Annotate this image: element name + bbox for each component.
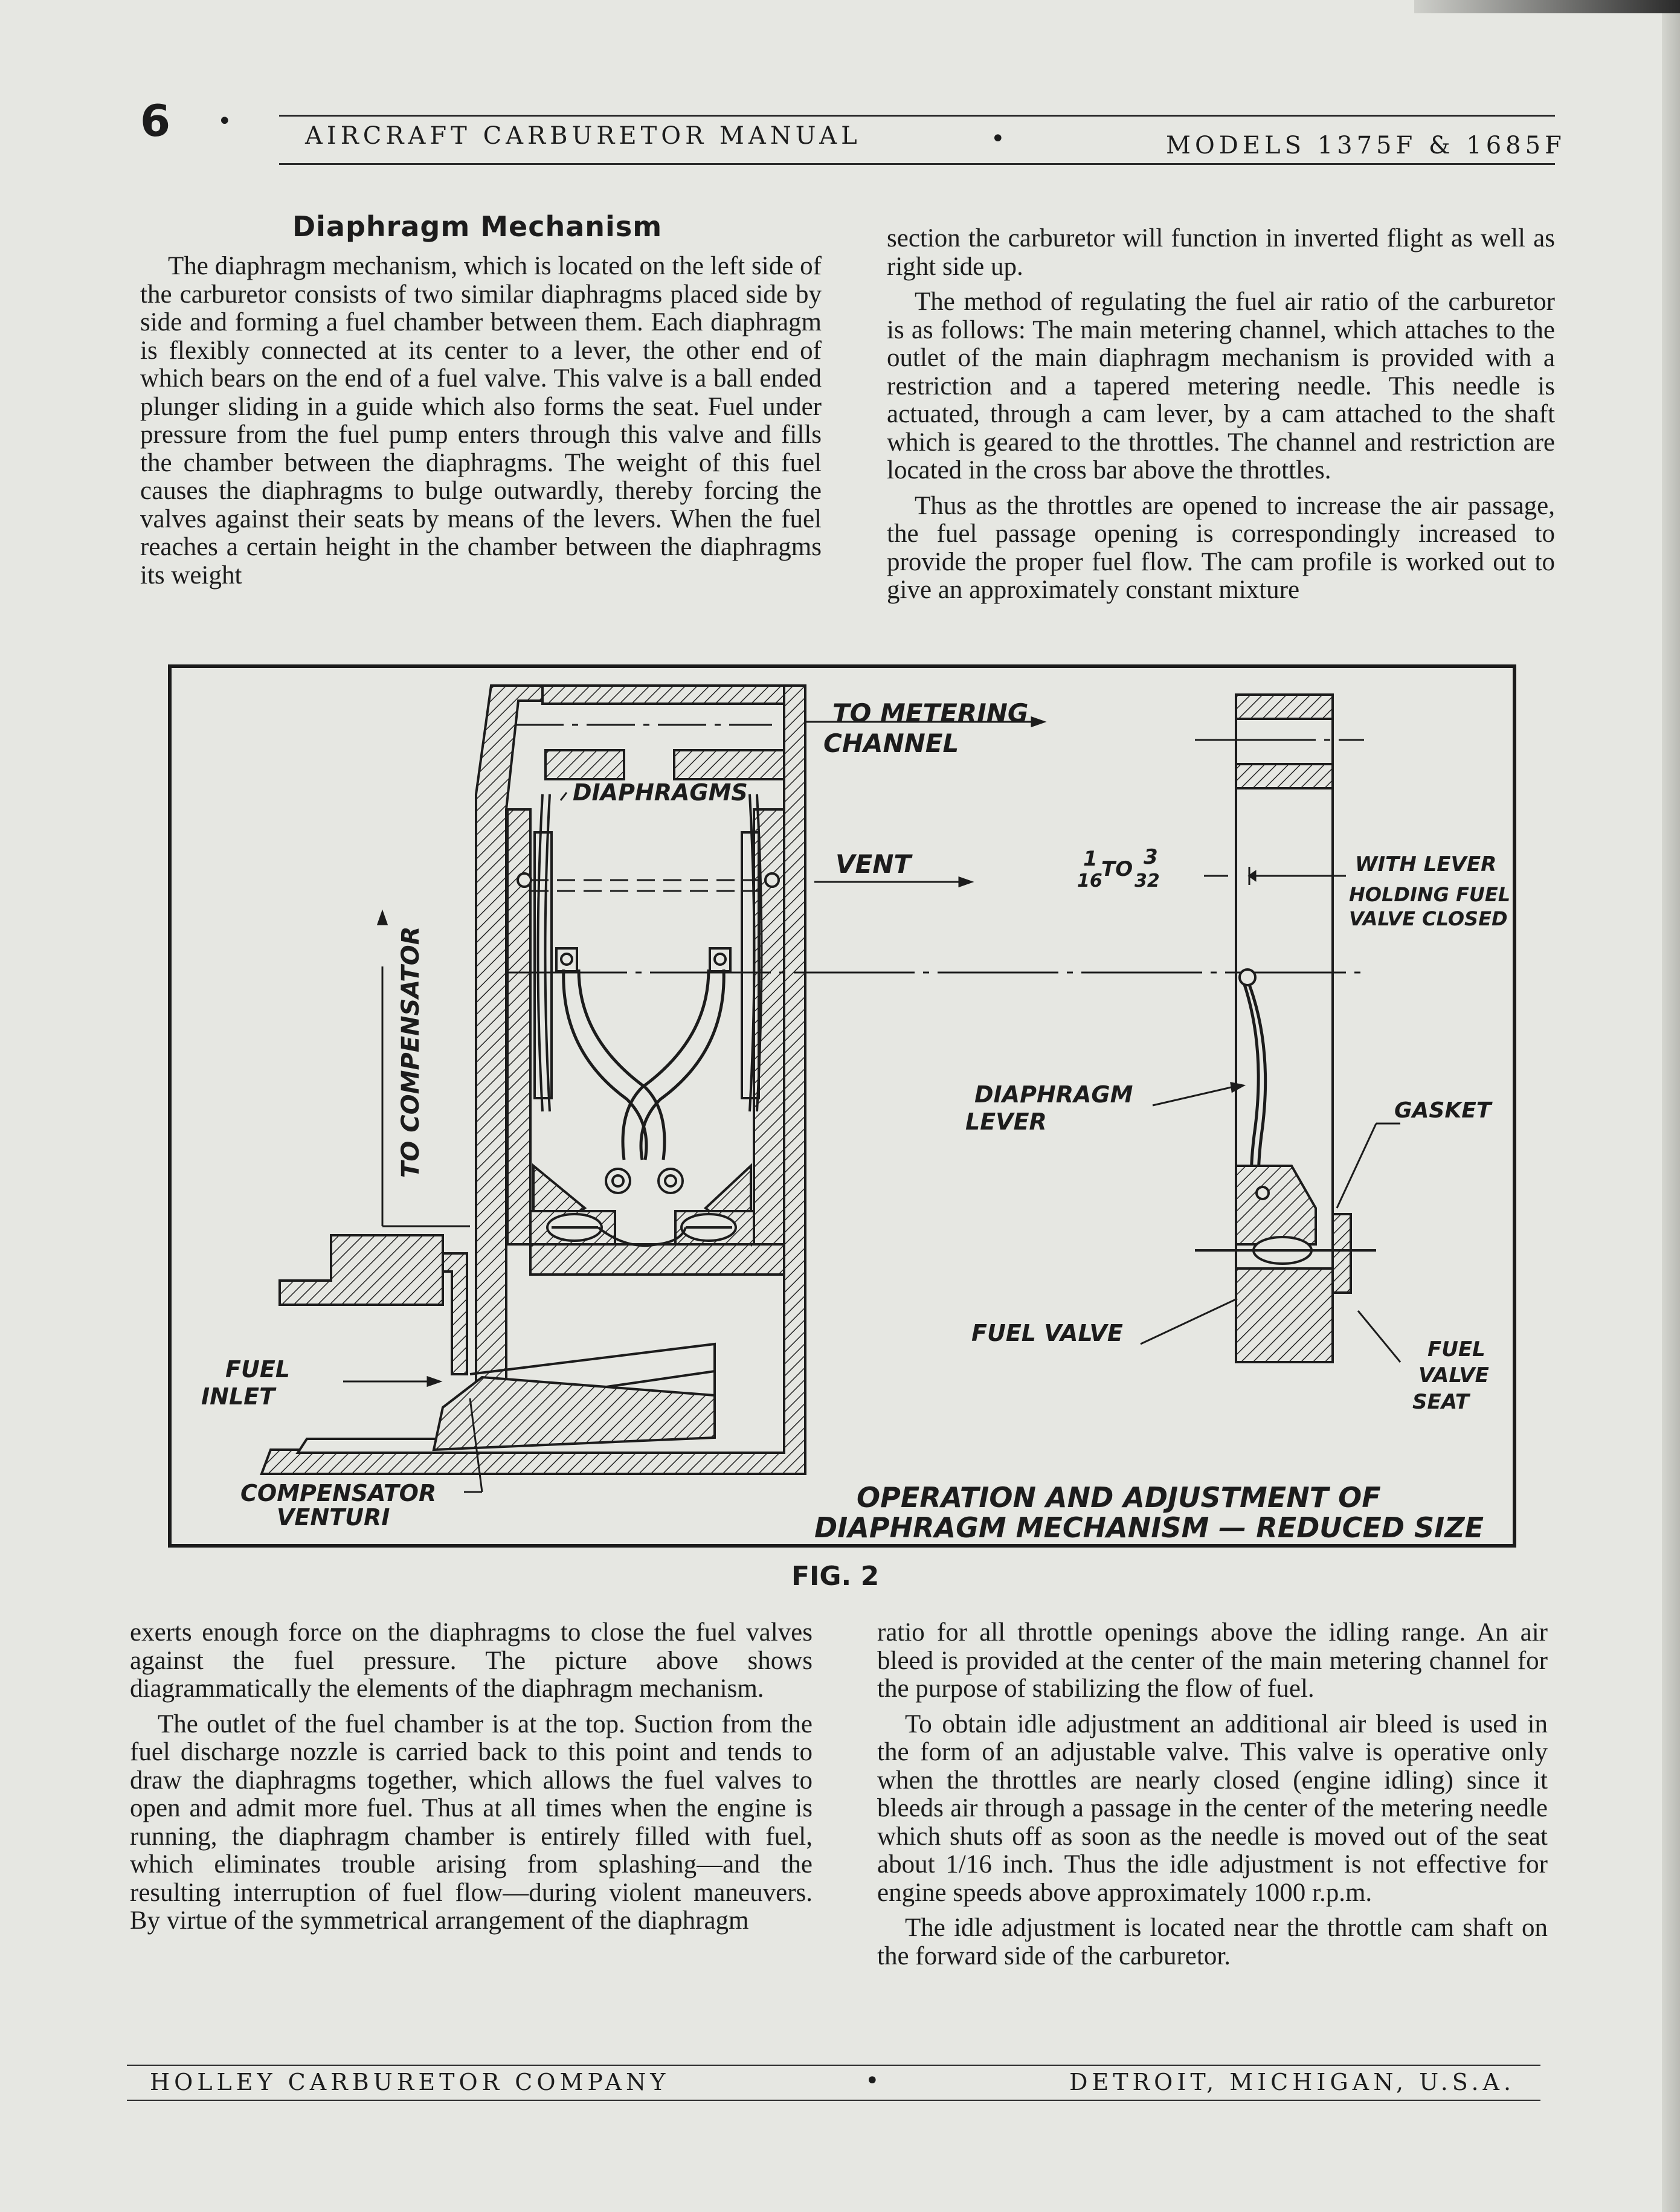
page-edge xyxy=(1662,0,1680,2212)
label-diaphragms: DIAPHRAGMS xyxy=(573,779,748,806)
paragraph: section the carburetor will function in … xyxy=(887,224,1555,281)
label-vent: VENT xyxy=(835,849,913,879)
figure-title-2: DIAPHRAGM MECHANISM — REDUCED SIZE xyxy=(814,1511,1484,1544)
section-title: Diaphragm Mechanism xyxy=(292,210,663,243)
header-bullet-center: • xyxy=(991,125,1005,153)
figure-caption: FIG. 2 xyxy=(791,1561,880,1592)
footer-location: DETROIT, MICHIGAN, U.S.A. xyxy=(1069,2069,1516,2095)
text-column-bottom-left: exerts enough force on the diaphragms to… xyxy=(130,1618,813,1943)
footer-bullet: • xyxy=(865,2067,880,2095)
figure-title-1: OPERATION AND ADJUSTMENT OF xyxy=(857,1481,1381,1514)
figure-labels: TO METERING CHANNEL DIAPHRAGMS VENT TO C… xyxy=(201,698,1510,1544)
label-compensator-venturi-1: COMPENSATOR xyxy=(240,1480,436,1506)
label-to-compensator: TO COMPENSATOR xyxy=(397,926,425,1178)
label-fuel-valve-seat-1: FUEL xyxy=(1427,1337,1485,1362)
diaphragm-mechanism-diagram: TO METERING CHANNEL DIAPHRAGMS VENT TO C… xyxy=(168,664,1516,1548)
footer-company: HOLLEY CARBURETOR COMPANY xyxy=(150,2069,670,2095)
label-fuel-valve-seat-3: SEAT xyxy=(1412,1390,1471,1414)
text-column-top-right: section the carburetor will function in … xyxy=(887,224,1555,612)
footer-rule-top xyxy=(127,2065,1540,2066)
header-models: MODELS 1375F & 1685F xyxy=(1166,132,1566,159)
label-to-metering: TO METERING xyxy=(832,698,1028,728)
label-fuel-valve-seat-2: VALVE xyxy=(1418,1363,1489,1387)
fraction-a-num: 1 xyxy=(1083,847,1098,871)
page-corner-shadow xyxy=(1414,0,1680,13)
label-fuel-inlet-1: FUEL xyxy=(225,1356,290,1383)
label-fuel-valve: FUEL VALVE xyxy=(971,1320,1123,1346)
label-holding-fuel: HOLDING FUEL xyxy=(1349,883,1510,906)
right-section-view xyxy=(1195,693,1376,1363)
paragraph: The outlet of the fuel chamber is at the… xyxy=(130,1709,813,1935)
page-number: 6 xyxy=(140,95,171,146)
figure-border xyxy=(168,664,1516,1548)
fraction-b-den: 32 xyxy=(1134,870,1160,892)
label-valve-closed: VALVE CLOSED xyxy=(1349,907,1508,930)
header-rule-bottom xyxy=(279,163,1555,165)
left-housing-view xyxy=(260,684,806,1475)
paragraph: The idle adjustment is located near the … xyxy=(877,1914,1548,1970)
header-bullet-left: • xyxy=(217,108,232,135)
leader-lines xyxy=(343,716,1402,1493)
footer-rule-bottom xyxy=(127,2100,1540,2101)
label-diaphragm-lever-2: LEVER xyxy=(965,1108,1047,1135)
paragraph: The method of regulating the fuel air ra… xyxy=(887,288,1555,484)
dash-lines xyxy=(506,724,1364,974)
label-with-lever: WITH LEVER xyxy=(1355,852,1496,876)
paragraph: The diaphragm mechanism, which is locate… xyxy=(140,252,822,590)
header-rule-top xyxy=(279,115,1555,117)
fraction-to: TO xyxy=(1101,857,1133,881)
label-gasket: GASKET xyxy=(1394,1098,1493,1123)
paragraph: To obtain idle adjustment an additional … xyxy=(877,1709,1548,1907)
fraction-b-num: 3 xyxy=(1144,845,1158,869)
label-diaphragm-lever-1: DIAPHRAGM xyxy=(974,1081,1133,1108)
paragraph: ratio for all throttle openings above th… xyxy=(877,1618,1548,1703)
label-metering-channel: CHANNEL xyxy=(823,728,959,758)
text-column-top-left: The diaphragm mechanism, which is locate… xyxy=(140,252,822,597)
paragraph: exerts enough force on the diaphragms to… xyxy=(130,1618,813,1703)
header-manual-title: AIRCRAFT CARBURETOR MANUAL xyxy=(305,122,861,150)
fraction-a-den: 16 xyxy=(1077,870,1102,892)
label-fuel-inlet-2: INLET xyxy=(201,1383,277,1410)
label-compensator-venturi-2: VENTURI xyxy=(277,1504,390,1531)
paragraph: Thus as the throttles are opened to incr… xyxy=(887,491,1555,604)
text-column-bottom-right: ratio for all throttle openings above th… xyxy=(877,1618,1548,1978)
